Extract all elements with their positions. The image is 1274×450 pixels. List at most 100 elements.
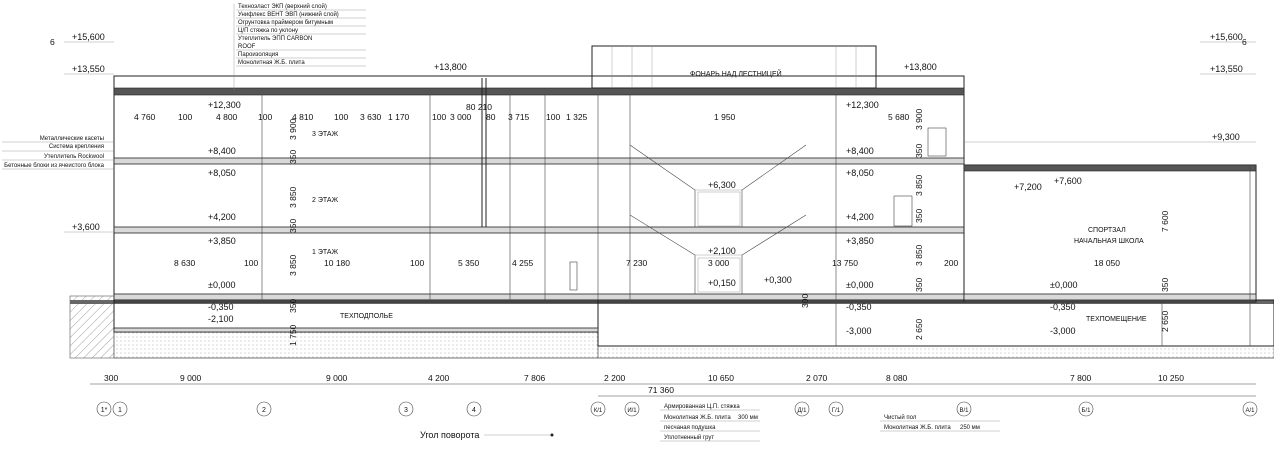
svg-text:350: 350	[914, 144, 924, 158]
svg-text:3: 3	[404, 407, 408, 414]
svg-text:300: 300	[800, 294, 810, 308]
svg-text:8 630: 8 630	[174, 258, 196, 268]
svg-text:Утеплитель ЭПП CARBON: Утеплитель ЭПП CARBON	[238, 36, 312, 42]
svg-text:13 750: 13 750	[832, 258, 858, 268]
svg-text:350: 350	[288, 150, 298, 164]
svg-text:±0,000: ±0,000	[208, 280, 235, 290]
svg-text:100: 100	[432, 112, 446, 122]
main-building	[113, 45, 1274, 347]
svg-text:4 200: 4 200	[428, 373, 450, 383]
svg-text:+7,600: +7,600	[1054, 176, 1082, 186]
svg-text:18 050: 18 050	[1094, 258, 1120, 268]
svg-text:Металлические касеты: Металлические касеты	[40, 136, 104, 142]
svg-text:Монолитная Ж.Б. плита: Монолитная Ж.Б. плита	[884, 425, 951, 431]
svg-text:Армированная Ц.П. стяжка: Армированная Ц.П. стяжка	[664, 404, 740, 410]
corner-number-left: 6	[50, 37, 55, 47]
svg-text:80: 80	[486, 112, 496, 122]
svg-text:Монолитная Ж.Б. плита: Монолитная Ж.Б. плита	[238, 60, 305, 66]
door-1	[569, 261, 578, 291]
svg-text:+4,200: +4,200	[208, 212, 236, 222]
svg-text:Монолитная Ж.Б. плита: Монолитная Ж.Б. плита	[664, 415, 731, 421]
svg-text:Унифлекс ВЕНТ ЭВП (нижний слой: Унифлекс ВЕНТ ЭВП (нижний слой)	[238, 11, 339, 18]
svg-text:100: 100	[244, 258, 258, 268]
svg-text:4 800: 4 800	[216, 112, 238, 122]
svg-text:+3,850: +3,850	[846, 236, 874, 246]
svg-text:Уплотненный грут: Уплотненный грут	[664, 434, 714, 441]
svg-text:1: 1	[118, 407, 122, 414]
svg-text:+6,300: +6,300	[708, 180, 736, 190]
svg-text:250 мм: 250 мм	[960, 425, 980, 431]
svg-text:2 200: 2 200	[604, 373, 626, 383]
svg-text:Огрунтовка праймером битумным: Огрунтовка праймером битумным	[238, 19, 333, 26]
svg-text:1 750: 1 750	[288, 324, 298, 346]
ground	[69, 295, 1274, 359]
svg-text:Чистый пол: Чистый пол	[884, 414, 917, 421]
svg-text:10 650: 10 650	[708, 373, 734, 383]
axis-markers: 1* 1 2 3 4 К/1 И/1 Д/1 Г/1 В/1 Б/1 А/1	[96, 401, 1258, 417]
svg-text:350: 350	[288, 299, 298, 313]
corner-number-right: 6	[1242, 37, 1247, 47]
svg-text:-3,000: -3,000	[1050, 326, 1076, 336]
svg-text:+12,300: +12,300	[846, 100, 879, 110]
svg-text:+8,400: +8,400	[846, 146, 874, 156]
svg-text:Б/1: Б/1	[1082, 408, 1092, 414]
svg-text:песчаная подушка: песчаная подушка	[664, 425, 716, 431]
svg-text:10 180: 10 180	[324, 258, 350, 268]
svg-text:3 900: 3 900	[914, 108, 924, 130]
svg-text:9 000: 9 000	[180, 373, 202, 383]
svg-text:7 806: 7 806	[524, 373, 546, 383]
svg-text:7 800: 7 800	[1070, 373, 1092, 383]
svg-text:100: 100	[178, 112, 192, 122]
svg-text:3 000: 3 000	[708, 258, 730, 268]
svg-text:ТЕХПОМЕЩЕНИЕ: ТЕХПОМЕЩЕНИЕ	[1086, 316, 1147, 323]
svg-text:+9,300: +9,300	[1212, 132, 1240, 142]
svg-text:3 850: 3 850	[288, 186, 298, 208]
svg-text:±0,000: ±0,000	[1050, 280, 1077, 290]
door-2	[893, 195, 913, 227]
svg-text:7 600: 7 600	[1160, 210, 1170, 232]
row-dims-bottom: 8 630 100 10 180 100 5 350 4 255 7 230 3…	[174, 258, 1120, 268]
door-3	[927, 127, 947, 157]
svg-text:+8,050: +8,050	[846, 168, 874, 178]
svg-text:+0,300: +0,300	[764, 275, 792, 285]
svg-text:ТЕХПОДПОЛЬЕ: ТЕХПОДПОЛЬЕ	[340, 313, 393, 320]
svg-text:1 950: 1 950	[714, 112, 736, 122]
svg-text:+0,150: +0,150	[708, 278, 736, 288]
axis-dimension-line	[90, 383, 1256, 397]
svg-text:Утеплитель Rockwool: Утеплитель Rockwool	[44, 154, 104, 160]
svg-text:СПОРТЗАЛ: СПОРТЗАЛ	[1088, 227, 1126, 234]
floor-layers-b-legend: Чистый пол Монолитная Ж.Б. плита 250 мм	[880, 414, 1000, 432]
room-labels: 3 ЭТАЖ 2 ЭТАЖ 1 ЭТАЖ ТЕХПОДПОЛЬЕ ФОНАРЬ …	[312, 69, 1147, 323]
level-marks: +15,600 +13,550 +13,800 +13,800 +12,300 …	[72, 32, 1243, 336]
svg-text:+4,200: +4,200	[846, 212, 874, 222]
svg-text:3 850: 3 850	[914, 244, 924, 266]
axis-dims: 300 9 000 9 000 4 200 7 806 2 200 10 650…	[104, 373, 1184, 395]
svg-text:-3,000: -3,000	[846, 326, 872, 336]
svg-text:1 325: 1 325	[566, 112, 588, 122]
svg-text:300 мм: 300 мм	[738, 415, 758, 421]
svg-text:Техноэласт ЭКП (верхний слой): Техноэласт ЭКП (верхний слой)	[238, 3, 327, 10]
svg-text:9 000: 9 000	[326, 373, 348, 383]
svg-text:3 630: 3 630	[360, 112, 382, 122]
svg-text:ФОНАРЬ НАД ЛЕСТНИЦЕЙ: ФОНАРЬ НАД ЛЕСТНИЦЕЙ	[690, 69, 782, 78]
roof-layers-legend: Техноэласт ЭКП (верхний слой) Унифлекс В…	[233, 3, 366, 90]
svg-text:+8,400: +8,400	[208, 146, 236, 156]
svg-text:5 680: 5 680	[888, 112, 910, 122]
svg-text:3 850: 3 850	[288, 254, 298, 276]
row-dims-top: 4 760 100 4 800 100 4 810 100 3 630 1 17…	[134, 102, 910, 122]
vertical-dims: 3 900 350 3 850 350 3 850 350 1 750 3 90…	[288, 108, 1170, 346]
svg-text:1 170: 1 170	[388, 112, 410, 122]
svg-text:350: 350	[288, 219, 298, 233]
wall-layers-legend: Металлические касеты Система крепления У…	[2, 136, 114, 170]
svg-text:3 ЭТАЖ: 3 ЭТАЖ	[312, 131, 339, 138]
svg-text:К/1: К/1	[594, 408, 603, 414]
svg-text:4: 4	[472, 407, 476, 414]
svg-text:-2,100: -2,100	[208, 314, 234, 324]
svg-text:7 230: 7 230	[626, 258, 648, 268]
svg-text:+15,600: +15,600	[1210, 32, 1243, 42]
svg-text:5 350: 5 350	[458, 258, 480, 268]
svg-text:300: 300	[104, 373, 118, 383]
svg-text:+7,200: +7,200	[1014, 182, 1042, 192]
svg-text:10 250: 10 250	[1158, 373, 1184, 383]
